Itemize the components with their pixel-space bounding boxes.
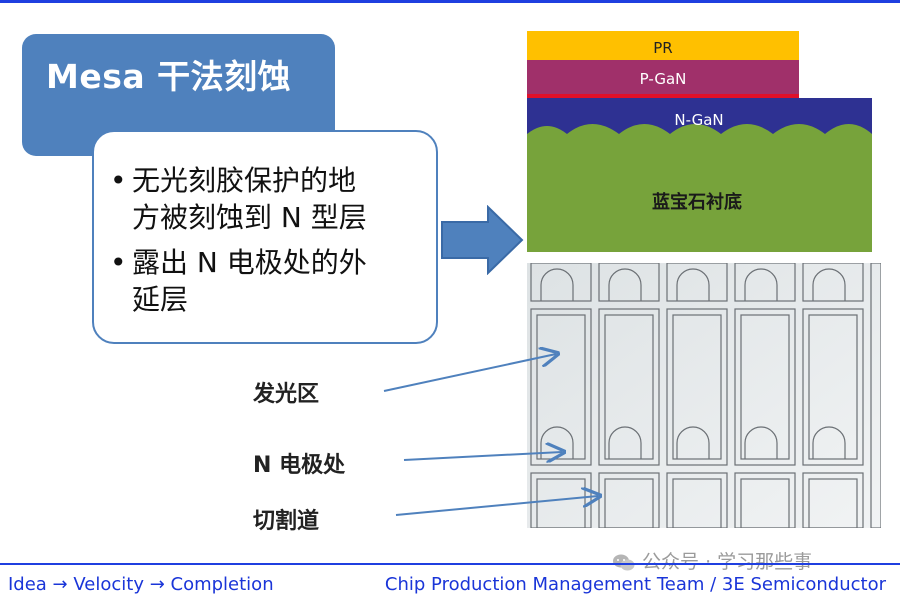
- pr-label: PR: [653, 39, 672, 57]
- bullet-2-line-1: 露出 N 电极处的外: [132, 246, 367, 279]
- bullet-box: [92, 130, 438, 344]
- bullet-dot-icon: •: [110, 164, 127, 197]
- label-emitting-area: 发光区: [253, 382, 320, 407]
- slide-title: Mesa 干法刻蚀: [46, 57, 292, 96]
- p-gan-label: P-GaN: [640, 70, 687, 88]
- top-rule: [0, 0, 900, 3]
- sapphire-substrate: [527, 124, 872, 252]
- footer-left: Idea → Velocity → Completion: [8, 574, 274, 595]
- arrow-n-electrode: [403, 452, 562, 460]
- right-arrow-icon: [441, 205, 524, 275]
- watermark: 公众号 · 学习那些事: [612, 547, 812, 574]
- mqw-line: [527, 94, 799, 98]
- footer-right: Chip Production Management Team / 3E Sem…: [384, 574, 886, 595]
- arrow-scribe: [395, 496, 598, 516]
- bullet-1-line-1: 无光刻胶保护的地: [132, 164, 357, 197]
- watermark-text: 公众号 · 学习那些事: [642, 551, 813, 573]
- layer-stack-diagram: PR P-GaN N-GaN 蓝宝石衬底: [527, 31, 872, 252]
- bullet-dot-icon: •: [110, 246, 127, 279]
- bullet-1-line-2: 方被刻蚀到 N 型层: [132, 201, 367, 234]
- arrow-emitting: [383, 354, 556, 392]
- p-gan-layer: [527, 60, 799, 96]
- n-gan-label: N-GaN: [674, 111, 723, 129]
- label-n-electrode: N 电极处: [253, 453, 346, 478]
- chip-micrograph: [527, 263, 881, 528]
- label-scribe-line: 切割道: [253, 509, 320, 534]
- pointer-arrows: [383, 345, 610, 516]
- pr-layer: [527, 31, 799, 60]
- bullet-2-line-2: 延层: [132, 283, 189, 316]
- bottom-rule: [0, 563, 900, 565]
- substrate-label: 蓝宝石衬底: [652, 191, 742, 213]
